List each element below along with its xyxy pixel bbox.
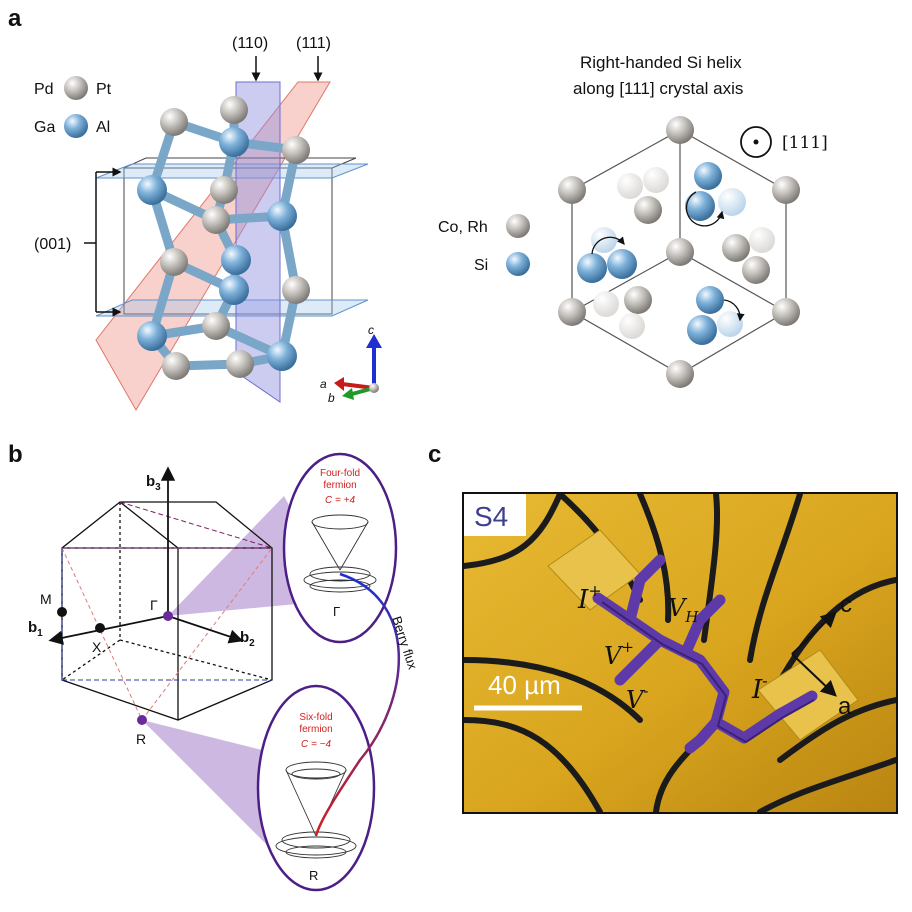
b3-label: b3 <box>146 473 161 493</box>
scale-bar-label: 40 µm <box>488 670 561 700</box>
terminal-v-minus: V- <box>626 682 648 714</box>
legend-pd: Pd <box>34 81 54 98</box>
label-M: M <box>40 591 52 607</box>
panel-a-helix: Right-handed Si helix along [111] crysta… <box>438 53 828 388</box>
six-fold-label-1: Six-fold <box>299 712 332 723</box>
helix-title-line1: Right-handed Si helix <box>580 53 742 72</box>
pd-pt-legend-atom <box>64 76 88 100</box>
axis-triad: c a b <box>320 323 382 405</box>
panel-c-device: S4 I+ VH V+ V- I- 40 µm c a <box>462 492 898 814</box>
legend-pt: Pt <box>96 81 112 98</box>
plane-label-110: (110) <box>232 35 268 52</box>
panel-label-a: a <box>8 5 22 32</box>
bz-dashed-diagonals <box>61 501 273 721</box>
co-rh-clusters <box>593 167 775 339</box>
terminal-i-minus: I- <box>751 671 768 705</box>
point-Gamma <box>163 611 173 621</box>
plane-label-001: (001) <box>34 236 71 253</box>
axis-c-arrow <box>791 611 837 655</box>
panel-label-b: b <box>8 441 23 468</box>
panel-label-c: c <box>428 441 441 468</box>
plane-label-111: (111) <box>296 35 331 52</box>
berry-flux-label: Berry flux <box>389 614 420 671</box>
panel-a-crystal: Pd Pt Ga Al (110) (111) (001) <box>34 35 382 411</box>
b1-axis <box>48 615 169 645</box>
six-fold-label-2: fermion <box>299 724 332 735</box>
point-M <box>57 607 67 617</box>
four-fold-label-1: Four-fold <box>320 468 360 479</box>
axis-a-arrow <box>791 653 837 697</box>
axis-label-a: a <box>320 377 327 391</box>
bz-cube <box>61 501 273 721</box>
b1-label: b1 <box>28 619 43 639</box>
legend-ga: Ga <box>34 119 55 136</box>
legend-si: Si <box>474 257 488 274</box>
berry-flux-curve <box>314 572 401 837</box>
four-fold-chern: C = +4 <box>325 495 355 506</box>
axis-label-b: b <box>328 391 335 405</box>
six-fold-chern: C = −4 <box>301 739 331 750</box>
axis-c-label: c <box>840 591 852 618</box>
b2-axis <box>167 615 244 644</box>
ga-al-legend-atom <box>64 114 88 138</box>
four-fold-ellipse <box>282 452 398 644</box>
point-R <box>137 715 147 725</box>
si-legend-atom <box>506 252 530 276</box>
six-fold-ellipse <box>256 684 376 892</box>
axis-out-of-page-icon <box>740 126 772 158</box>
panel-b-brillouin-zone: b3 b1 b2 M X Γ R Four-fold fermion C = +… <box>28 452 421 892</box>
axis-a-label: a <box>838 693 852 720</box>
co-rh-legend-atom <box>506 214 530 238</box>
label-Gamma: Γ <box>150 597 158 613</box>
legend-co-rh: Co, Rh <box>438 219 488 236</box>
terminal-i-plus: I+ <box>577 581 602 615</box>
sample-badge <box>464 494 526 536</box>
sample-label: S4 <box>474 501 508 532</box>
four-fold-label-2: fermion <box>323 480 356 491</box>
si-helices <box>577 162 746 345</box>
hall-bar-device <box>592 554 818 754</box>
legend-al: Al <box>96 119 110 136</box>
axis-label-c: c <box>368 323 374 337</box>
atoms <box>137 96 310 380</box>
corner-atoms <box>558 116 800 388</box>
four-fold-cone-icon <box>303 514 377 593</box>
projection-r <box>142 720 266 844</box>
four-fold-gamma-label: Γ <box>333 604 340 619</box>
point-X <box>95 623 105 633</box>
helix-title-line2: along [111] crystal axis <box>573 79 743 98</box>
a-axis-arrow <box>341 382 375 390</box>
axis-label-111: [111] <box>782 133 828 153</box>
b2-label: b2 <box>240 629 255 649</box>
terminal-v-plus: V+ <box>604 638 634 670</box>
label-X: X <box>92 639 102 655</box>
six-fold-r-label: R <box>309 868 318 883</box>
label-R: R <box>136 731 146 747</box>
terminal-v-h: VH <box>668 594 699 626</box>
